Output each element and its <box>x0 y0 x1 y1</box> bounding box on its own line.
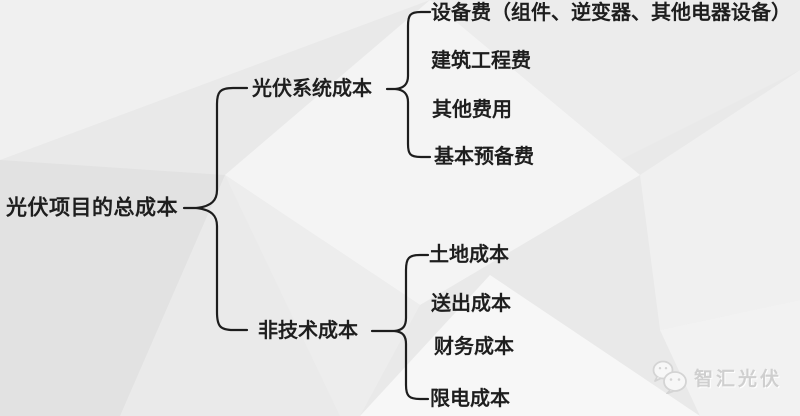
root-brace-top-arm <box>195 86 249 210</box>
pv-brace-bottom-arm <box>394 87 432 159</box>
leaf-node-land-cost: 土地成本 <box>429 244 509 266</box>
leaf-node-construction-cost: 建筑工程费 <box>431 50 531 72</box>
leaf-node-equipment-cost: 设备费（组件、逆变器、其他电器设备） <box>431 2 791 24</box>
watermark: 智汇光伏 <box>652 360 782 399</box>
nontech-brace-bottom-arm <box>393 329 430 401</box>
branch-node-non-technical-cost: 非技术成本 <box>258 320 358 342</box>
pv-brace-top-arm <box>394 10 432 91</box>
branch-node-pv-system-cost: 光伏系统成本 <box>252 78 372 100</box>
leaf-node-curtailment-cost: 限电成本 <box>430 388 510 410</box>
leaf-node-other-fees: 其他费用 <box>432 99 512 121</box>
leaf-node-finance-cost: 财务成本 <box>434 336 514 358</box>
root-brace-bottom-arm <box>195 206 249 332</box>
watermark-label: 智汇光伏 <box>694 369 783 390</box>
leaf-node-basic-reserve-cost: 基本预备费 <box>434 146 534 168</box>
leaf-node-transmission-cost: 送出成本 <box>431 293 511 315</box>
root-node-total-cost: 光伏项目的总成本 <box>6 196 178 220</box>
wechat-chat-bubbles-icon <box>652 360 688 399</box>
nontech-brace-top-arm <box>393 253 430 333</box>
